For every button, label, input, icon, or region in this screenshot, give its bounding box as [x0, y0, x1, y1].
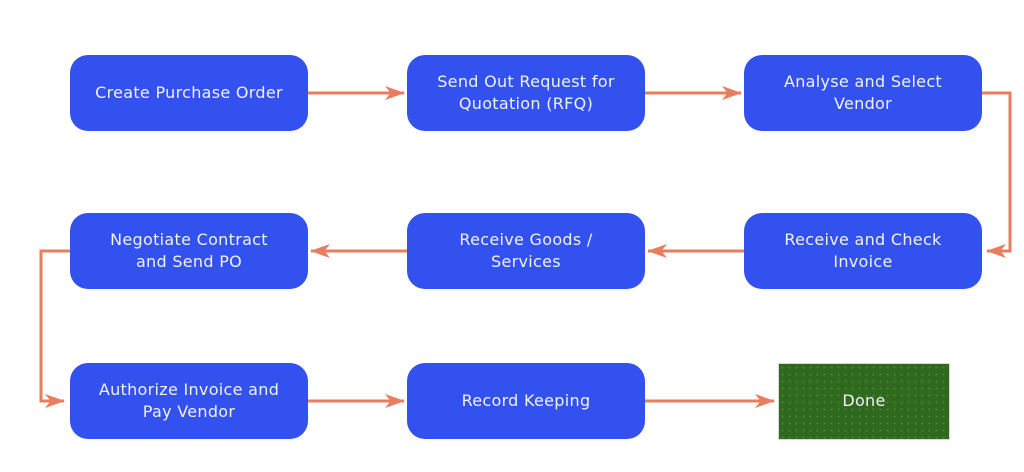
node-receive-check-invoice: Receive and Check Invoice: [744, 213, 982, 289]
edge-analyse-select-vendor-to-receive-check-invoice: [981, 91, 1012, 258]
node-record-keeping: Record Keeping: [407, 363, 645, 439]
node-done: Done: [778, 363, 950, 440]
node-authorize-invoice-pay-vendor: Authorize Invoice and Pay Vendor: [70, 363, 308, 439]
node-receive-goods-services: Receive Goods / Services: [407, 213, 645, 289]
node-create-purchase-order: Create Purchase Order: [70, 55, 308, 131]
node-analyse-select-vendor: Analyse and Select Vendor: [744, 55, 982, 131]
node-negotiate-contract-send-po: Negotiate Contract and Send PO: [70, 213, 308, 289]
edge-negotiate-contract-send-po-to-authorize-invoice-pay-vendor: [39, 249, 71, 408]
node-send-rfq: Send Out Request for Quotation (RFQ): [407, 55, 645, 131]
